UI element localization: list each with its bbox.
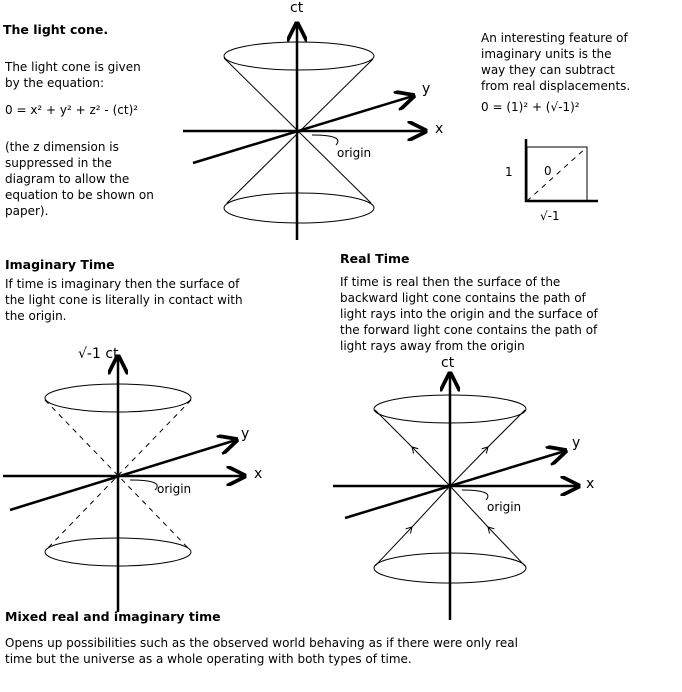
imaginary-units-equation: 0 = (1)² + (√-1)²: [481, 100, 580, 114]
square-side-label: 1: [505, 165, 513, 179]
origin-label: origin: [157, 482, 192, 496]
ct-label: √-1 ct: [78, 346, 119, 362]
x-label: x: [435, 121, 444, 137]
light-cone-intro: The light cone is given by the equation:: [5, 60, 141, 90]
imaginary-time-diagram: [3, 357, 244, 612]
ct-label: ct: [441, 355, 455, 371]
x-label: x: [586, 476, 595, 492]
y-label: y: [422, 81, 431, 97]
mixed-text: Opens up possibilities such as the obser…: [5, 636, 518, 666]
future-cone-ellipse: [223, 41, 375, 71]
imaginary-units-text: An interesting feature of imaginary unit…: [481, 31, 631, 93]
y-label: y: [241, 426, 250, 442]
origin-pointer: [311, 134, 339, 146]
origin-label: origin: [487, 500, 522, 514]
real-time-title: Real Time: [340, 251, 410, 266]
cone-edge: [223, 57, 372, 204]
y-axis: [344, 451, 565, 520]
unit-square-diagram: [524, 139, 598, 203]
y-axis: [192, 96, 413, 165]
past-cone-ellipse: [223, 192, 375, 224]
square-bottom-label: √-1: [540, 209, 560, 223]
light-cone-note: (the z dimension is suppressed in the di…: [5, 140, 154, 218]
light-cone-title: The light cone.: [3, 22, 109, 37]
light-cone-equation: 0 = x² + y² + z² - (ct)²: [5, 103, 139, 117]
origin-label: origin: [337, 146, 372, 160]
cone-edge: [226, 58, 374, 204]
y-label: y: [572, 435, 581, 451]
ct-label: ct: [290, 0, 304, 16]
x-label: x: [254, 466, 263, 482]
y-axis: [9, 440, 236, 512]
real-time-text: If time is real then the surface of the …: [340, 275, 598, 353]
mixed-title: Mixed real and imaginary time: [5, 609, 221, 624]
square-center-label: 0: [544, 164, 552, 178]
real-time-diagram: [333, 374, 578, 620]
imaginary-time-text: If time is imaginary then the surface of…: [5, 277, 243, 323]
light-cone-diagram: [183, 24, 425, 240]
imaginary-time-title: Imaginary Time: [5, 257, 115, 272]
